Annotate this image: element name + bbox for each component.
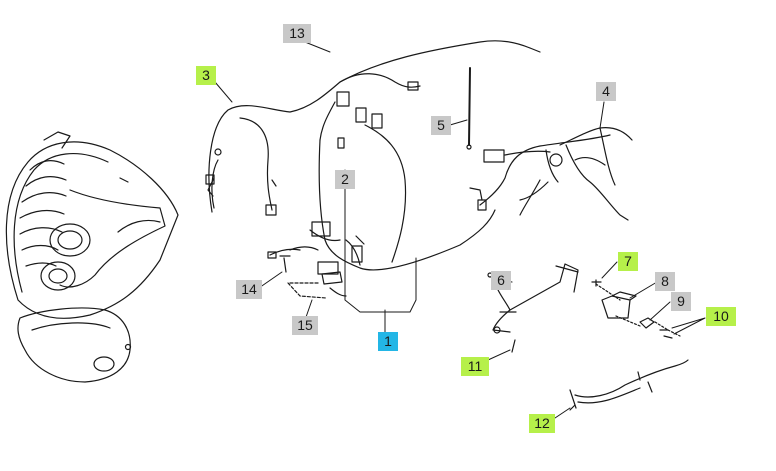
headlight-assembly-illustration xyxy=(5,131,179,383)
callout-3[interactable]: 3 xyxy=(196,66,216,85)
callout-1[interactable]: 1 xyxy=(378,332,398,351)
cable-tie-illustration xyxy=(466,67,472,150)
bolt-bracket-illustration xyxy=(279,255,339,299)
callout-14[interactable]: 14 xyxy=(236,280,262,299)
callout-8[interactable]: 8 xyxy=(655,272,675,291)
callout-2[interactable]: 2 xyxy=(335,170,355,189)
callout-12[interactable]: 12 xyxy=(529,414,555,433)
rod-illustration xyxy=(569,359,689,411)
main-wiring-harness-illustration xyxy=(205,40,633,297)
callout-10[interactable]: 10 xyxy=(706,307,736,326)
callout-13[interactable]: 13 xyxy=(283,24,311,43)
bracket-assembly-illustration xyxy=(487,263,681,353)
callout-4[interactable]: 4 xyxy=(596,82,616,101)
callout-11[interactable]: 11 xyxy=(461,357,489,376)
callout-15[interactable]: 15 xyxy=(292,316,318,335)
callout-9[interactable]: 9 xyxy=(671,292,691,311)
callout-5[interactable]: 5 xyxy=(431,116,451,135)
callout-7[interactable]: 7 xyxy=(618,252,638,271)
leader-lines xyxy=(214,41,706,421)
callout-6[interactable]: 6 xyxy=(491,271,511,290)
